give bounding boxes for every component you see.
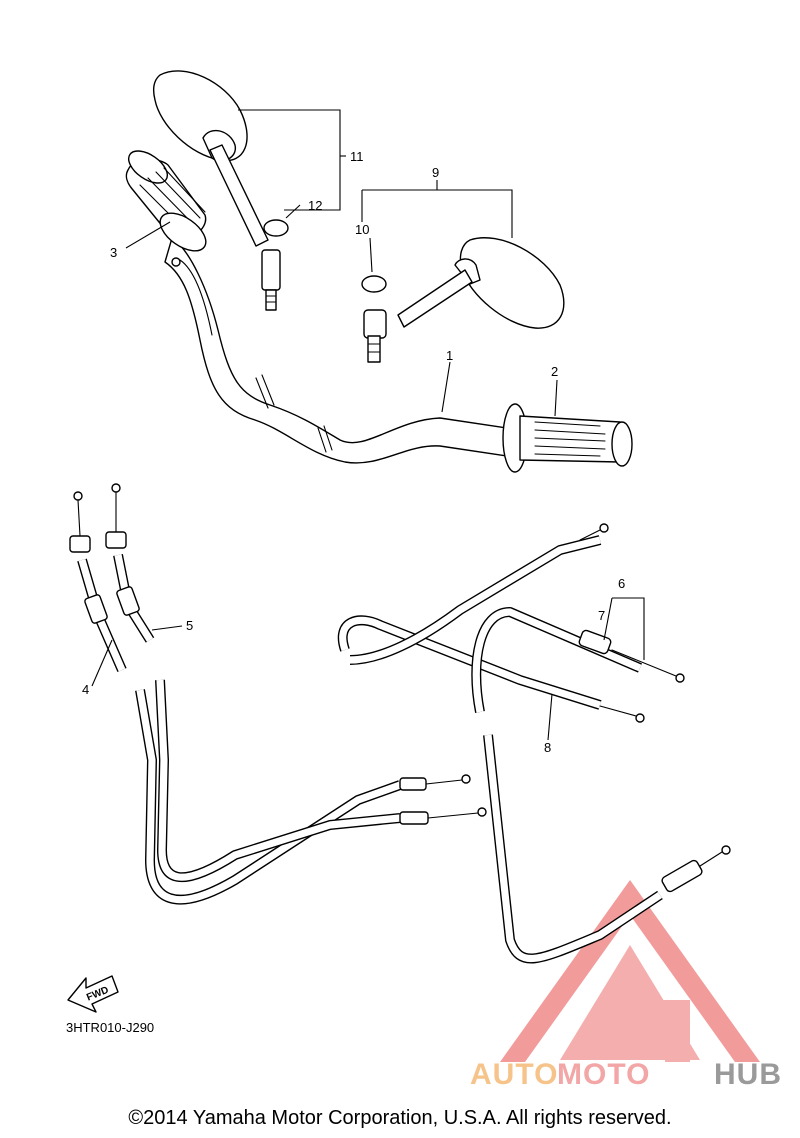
callout-2: 2 bbox=[551, 364, 558, 379]
left-mirror bbox=[152, 70, 281, 311]
watermark-triangle bbox=[520, 880, 740, 1060]
right-mirror bbox=[363, 237, 565, 363]
callout-4: 4 bbox=[82, 682, 89, 697]
watermark-hub: HUB bbox=[714, 1058, 782, 1091]
copyright-notice: ©2014 Yamaha Motor Corporation, U.S.A. A… bbox=[128, 1107, 671, 1129]
callout-1: 1 bbox=[446, 348, 453, 363]
throttle-cables bbox=[69, 483, 487, 905]
watermark-text: AUTO MOTO HUB bbox=[470, 1058, 782, 1091]
callout-5: 5 bbox=[186, 618, 193, 633]
right-grip bbox=[502, 403, 633, 473]
watermark-moto: MOTO bbox=[557, 1058, 650, 1091]
handlebar bbox=[164, 237, 521, 464]
left-grip bbox=[125, 150, 207, 267]
mirror-cap-left bbox=[263, 219, 289, 237]
callout-12: 12 bbox=[308, 198, 322, 213]
diagram-code: 3HTR010-J290 bbox=[66, 1020, 154, 1035]
callout-7: 7 bbox=[598, 608, 605, 623]
watermark-auto: AUTO bbox=[470, 1058, 558, 1091]
clutch-and-choke-cables bbox=[337, 523, 731, 964]
callout-6: 6 bbox=[618, 576, 625, 591]
callout-9: 9 bbox=[432, 165, 439, 180]
callout-8: 8 bbox=[544, 740, 551, 755]
leader-lines bbox=[91, 109, 645, 741]
callout-10: 10 bbox=[355, 222, 369, 237]
mirror-cap-right bbox=[361, 275, 387, 293]
watermark-logo bbox=[500, 880, 760, 1062]
fwd-arrow: FWD bbox=[67, 975, 119, 1013]
callout-labels: 1 2 3 4 5 6 7 8 9 10 11 12 bbox=[82, 149, 625, 755]
callout-3: 3 bbox=[110, 245, 117, 260]
callout-11: 11 bbox=[350, 149, 364, 164]
